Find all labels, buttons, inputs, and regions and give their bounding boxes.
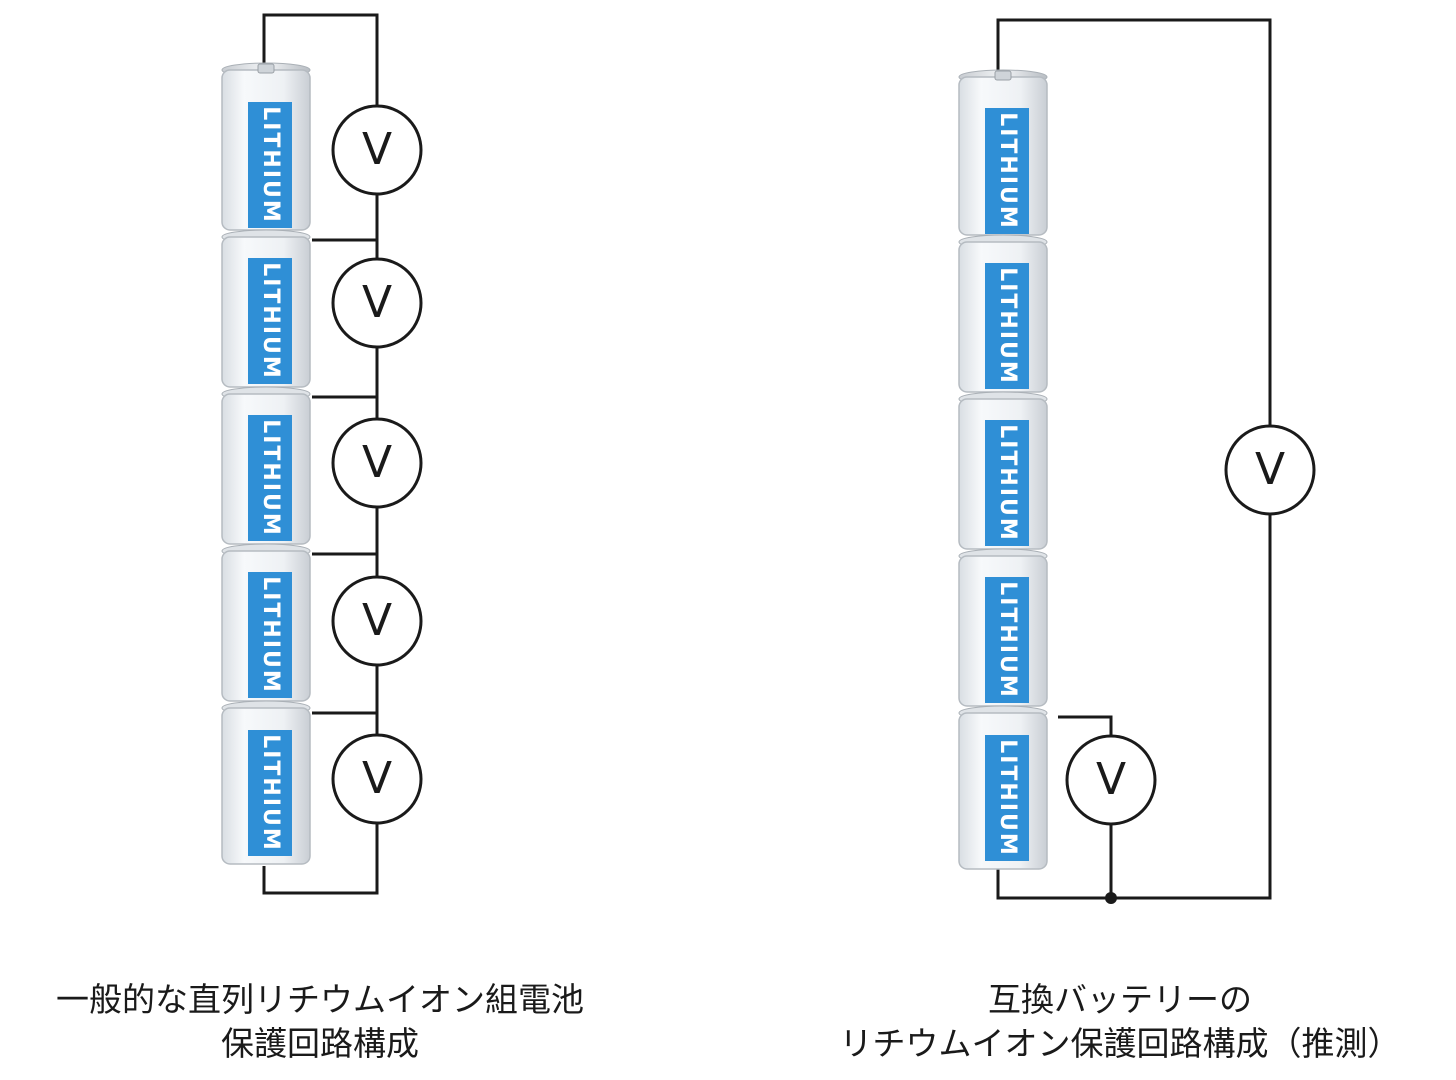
battery-label: LITHIUM	[995, 581, 1020, 699]
left-circuit: LITHIUM LITHIUM LITHIUM LITHIUM LITHIUM	[221, 13, 423, 895]
voltmeter-label: V	[362, 595, 392, 646]
left-wires	[262, 13, 379, 895]
voltmeter-icon: V	[331, 417, 423, 509]
right-battery-5: LITHIUM	[958, 705, 1048, 870]
right-battery-2: LITHIUM	[958, 234, 1048, 393]
right-loop-wire	[996, 18, 1272, 425]
voltmeter-label: V	[1096, 754, 1126, 805]
left-battery-2: LITHIUM	[221, 229, 311, 388]
right-battery-1: LITHIUM	[958, 69, 1048, 236]
left-caption: 一般的な直列リチウムイオン組電池 保護回路構成	[0, 978, 640, 1066]
right-battery-3: LITHIUM	[958, 391, 1048, 550]
voltmeter-icon: V	[331, 104, 423, 196]
left-caption-line1: 一般的な直列リチウムイオン組電池	[56, 980, 584, 1019]
voltmeter-icon: V	[331, 733, 423, 825]
battery-label: LITHIUM	[258, 734, 283, 852]
battery-label-panel	[248, 415, 292, 541]
battery-label-panel	[985, 735, 1029, 861]
battery-label: LITHIUM	[258, 106, 283, 224]
voltmeter-icon: V	[1065, 734, 1157, 826]
left-battery-1: LITHIUM	[221, 62, 311, 231]
left-bottom-wire	[262, 824, 379, 895]
right-wires	[996, 18, 1272, 904]
left-battery-3: LITHIUM	[221, 386, 311, 545]
left-caption-line2: 保護回路構成	[221, 1024, 419, 1063]
battery-label: LITHIUM	[995, 424, 1020, 542]
battery-label: LITHIUM	[995, 739, 1020, 857]
right-tap-wire	[1058, 715, 1113, 735]
left-top-wire	[262, 13, 379, 105]
voltmeter-icon: V	[331, 575, 423, 667]
battery-label-panel	[248, 102, 292, 228]
battery-label: LITHIUM	[258, 262, 283, 380]
battery-label: LITHIUM	[258, 419, 283, 537]
voltmeter-label: V	[362, 437, 392, 488]
voltmeter-label: V	[362, 277, 392, 328]
right-loop-return	[996, 515, 1272, 900]
battery-label: LITHIUM	[995, 267, 1020, 385]
right-battery-4: LITHIUM	[958, 548, 1048, 707]
junction-dot	[1105, 892, 1117, 904]
right-caption-line1: 互換バッテリーの	[988, 980, 1252, 1019]
right-circuit: LITHIUM LITHIUM LITHIUM LITHIUM LITHIUM	[958, 18, 1316, 904]
battery-label-panel	[985, 420, 1029, 546]
voltmeter-icon: V	[331, 257, 423, 349]
left-battery-4: LITHIUM	[221, 543, 311, 702]
left-battery-5: LITHIUM	[221, 700, 311, 865]
battery-label-panel	[985, 108, 1029, 234]
voltmeter-label: V	[1255, 444, 1285, 495]
battery-label-panel	[985, 577, 1029, 703]
battery-label-panel	[985, 263, 1029, 389]
battery-label: LITHIUM	[258, 576, 283, 694]
right-caption-line2: リチウムイオン保護回路構成（推測）	[839, 1024, 1401, 1063]
battery-label-panel	[248, 258, 292, 384]
voltmeter-icon: V	[1224, 424, 1316, 516]
right-caption: 互換バッテリーの リチウムイオン保護回路構成（推測）	[790, 978, 1450, 1066]
battery-label-panel	[248, 730, 292, 856]
voltmeter-label: V	[362, 753, 392, 804]
battery-label: LITHIUM	[995, 112, 1020, 230]
battery-label-panel	[248, 572, 292, 698]
voltmeter-label: V	[362, 124, 392, 175]
